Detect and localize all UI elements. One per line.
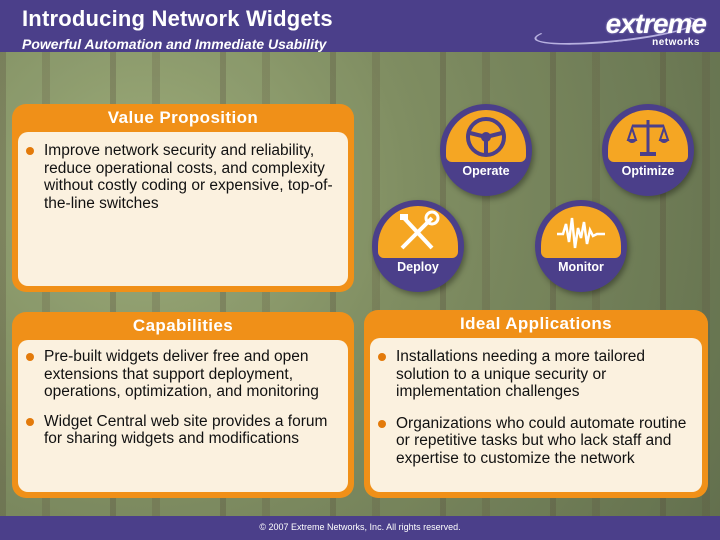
bullet-icon bbox=[26, 417, 34, 426]
deploy-badge: Deploy bbox=[372, 200, 464, 292]
list-item: Installations needing a more tailored so… bbox=[378, 348, 696, 401]
bullet-icon bbox=[378, 419, 386, 428]
value-proposition-body: Improve network security and reliability… bbox=[18, 132, 348, 286]
scales-icon bbox=[626, 120, 670, 156]
deploy-label: Deploy bbox=[397, 260, 439, 274]
slide-title: Introducing Network Widgets bbox=[22, 6, 333, 31]
header-bar: Introducing Network Widgets Powerful Aut… bbox=[0, 0, 720, 52]
tools-icon bbox=[400, 210, 440, 250]
logo-wordmark: extreme bbox=[605, 8, 707, 39]
optimize-label: Optimize bbox=[621, 164, 675, 178]
waveform-icon bbox=[557, 217, 605, 249]
bullet-icon bbox=[26, 353, 34, 361]
value-proposition-panel: Value Proposition Improve network securi… bbox=[12, 104, 354, 292]
capabilities-panel: Capabilities Pre-built widgets deliver f… bbox=[12, 312, 354, 498]
value-proposition-heading: Value Proposition bbox=[107, 108, 259, 127]
ideal-applications-panel: Ideal Applications Installations needing… bbox=[364, 310, 708, 498]
logo-subtext: networks bbox=[652, 37, 700, 48]
bullet-icon bbox=[26, 147, 34, 155]
list-item: Organizations who could automate routine… bbox=[378, 415, 696, 468]
list-item: Widget Central web site provides a forum… bbox=[26, 413, 342, 448]
extreme-networks-logo: extreme networks bbox=[516, 8, 707, 51]
capabilities-body: Pre-built widgets deliver free and open … bbox=[18, 340, 348, 492]
steering-wheel-icon bbox=[466, 117, 506, 157]
list-item: Pre-built widgets deliver free and open … bbox=[26, 348, 342, 401]
footer-bar: © 2007 Extreme Networks, Inc. All rights… bbox=[0, 516, 720, 540]
monitor-label: Monitor bbox=[558, 260, 604, 274]
operate-label: Operate bbox=[462, 164, 510, 178]
copyright-text: © 2007 Extreme Networks, Inc. All rights… bbox=[259, 522, 461, 532]
ideal-applications-body: Installations needing a more tailored so… bbox=[370, 338, 702, 492]
slide-subtitle: Powerful Automation and Immediate Usabil… bbox=[22, 36, 327, 52]
list-item: Improve network security and reliability… bbox=[26, 142, 342, 212]
ideal-applications-list: Installations needing a more tailored so… bbox=[378, 348, 696, 475]
capabilities-heading: Capabilities bbox=[132, 316, 234, 335]
monitor-badge: Monitor bbox=[535, 200, 627, 292]
optimize-badge: Optimize bbox=[602, 104, 694, 196]
operate-badge: Operate bbox=[440, 104, 532, 196]
bullet-icon bbox=[378, 353, 386, 361]
ideal-applications-heading: Ideal Applications bbox=[459, 314, 613, 333]
value-proposition-list: Improve network security and reliability… bbox=[26, 142, 342, 220]
capabilities-list: Pre-built widgets deliver free and open … bbox=[26, 348, 342, 456]
